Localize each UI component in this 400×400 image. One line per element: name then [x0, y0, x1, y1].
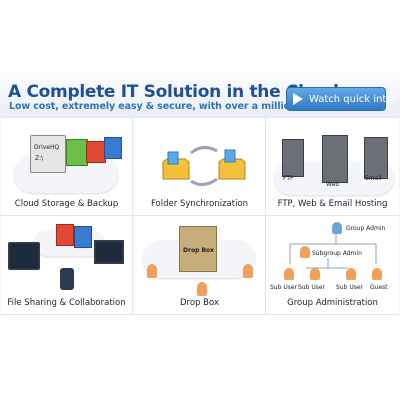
- play-icon: [293, 93, 303, 105]
- laptop-icon: [94, 240, 124, 264]
- feature-label-drop-box: Drop Box: [180, 298, 219, 308]
- drive-icon: DriveHQ Z:\: [30, 135, 66, 173]
- feature-drop-box[interactable]: Drop Box Drop Box: [133, 216, 266, 315]
- feature-label-folder-sync: Folder Synchronization: [150, 199, 249, 209]
- excel-file-icon: [66, 139, 88, 166]
- sub-user-label: Sub User: [336, 284, 364, 291]
- drive-label: DriveHQ: [34, 144, 60, 151]
- feature-group-admin[interactable]: Group Admin Subgroup Admin Sub User Sub …: [266, 216, 399, 315]
- ftp-server-icon: [282, 139, 304, 177]
- feature-label-cloud-storage: Cloud Storage & Backup: [14, 199, 119, 209]
- drive-sub-label: Z:\: [35, 155, 44, 162]
- pdf-file-icon: [56, 224, 74, 246]
- feature-label-group-admin: Group Administration: [287, 298, 378, 308]
- sync-folders-icon: [162, 146, 246, 186]
- web-label: Web: [326, 181, 340, 188]
- feature-hosting[interactable]: FTP Web Email FTP, Web & Email Hosting: [266, 117, 399, 216]
- feature-label-file-sharing: File Sharing & Collaboration: [7, 298, 126, 308]
- feature-folder-sync[interactable]: Folder Synchronization: [133, 117, 266, 216]
- admin-icon: [332, 222, 342, 234]
- page-title: A Complete IT Solution in the Cloud: [8, 82, 339, 102]
- sub-user-label: Sub User: [270, 284, 298, 291]
- user-icon: [243, 264, 253, 278]
- ftp-label: FTP: [283, 175, 294, 182]
- user-icon: [346, 268, 356, 280]
- email-label: Email: [365, 175, 382, 182]
- page-subtitle: Low cost, extremely easy & secure, with …: [9, 101, 333, 112]
- sub-user-label: Sub User: [298, 284, 326, 291]
- watch-intro-button[interactable]: Watch quick intro: [286, 87, 396, 111]
- tablet-icon: [8, 242, 40, 270]
- guest-icon: [372, 268, 382, 280]
- box-label: Drop Box: [183, 247, 215, 254]
- feature-cloud-storage[interactable]: DriveHQ Z:\ Cloud Storage & Backup: [0, 117, 133, 216]
- subadmin-icon: [300, 246, 310, 258]
- subgroup-admin-label: Subgroup Admin: [312, 250, 362, 257]
- feature-file-sharing[interactable]: File Sharing & Collaboration: [0, 216, 133, 315]
- user-icon: [147, 264, 157, 278]
- feature-label-hosting: FTP, Web & Email Hosting: [277, 199, 388, 209]
- web-server-icon: [322, 135, 348, 183]
- word-file-icon: [104, 137, 122, 159]
- group-admin-label: Group Admin: [346, 225, 386, 232]
- word-file-icon: [74, 226, 92, 248]
- user-icon: [284, 268, 294, 280]
- email-server-icon: [364, 137, 388, 179]
- box-icon: Drop Box: [179, 226, 217, 272]
- guest-label: Guest: [370, 284, 388, 291]
- phone-icon: [60, 268, 74, 290]
- watch-intro-label: Watch quick intro: [309, 93, 397, 105]
- user-icon: [310, 268, 320, 280]
- user-icon: [197, 282, 207, 296]
- pdf-file-icon: [86, 141, 106, 163]
